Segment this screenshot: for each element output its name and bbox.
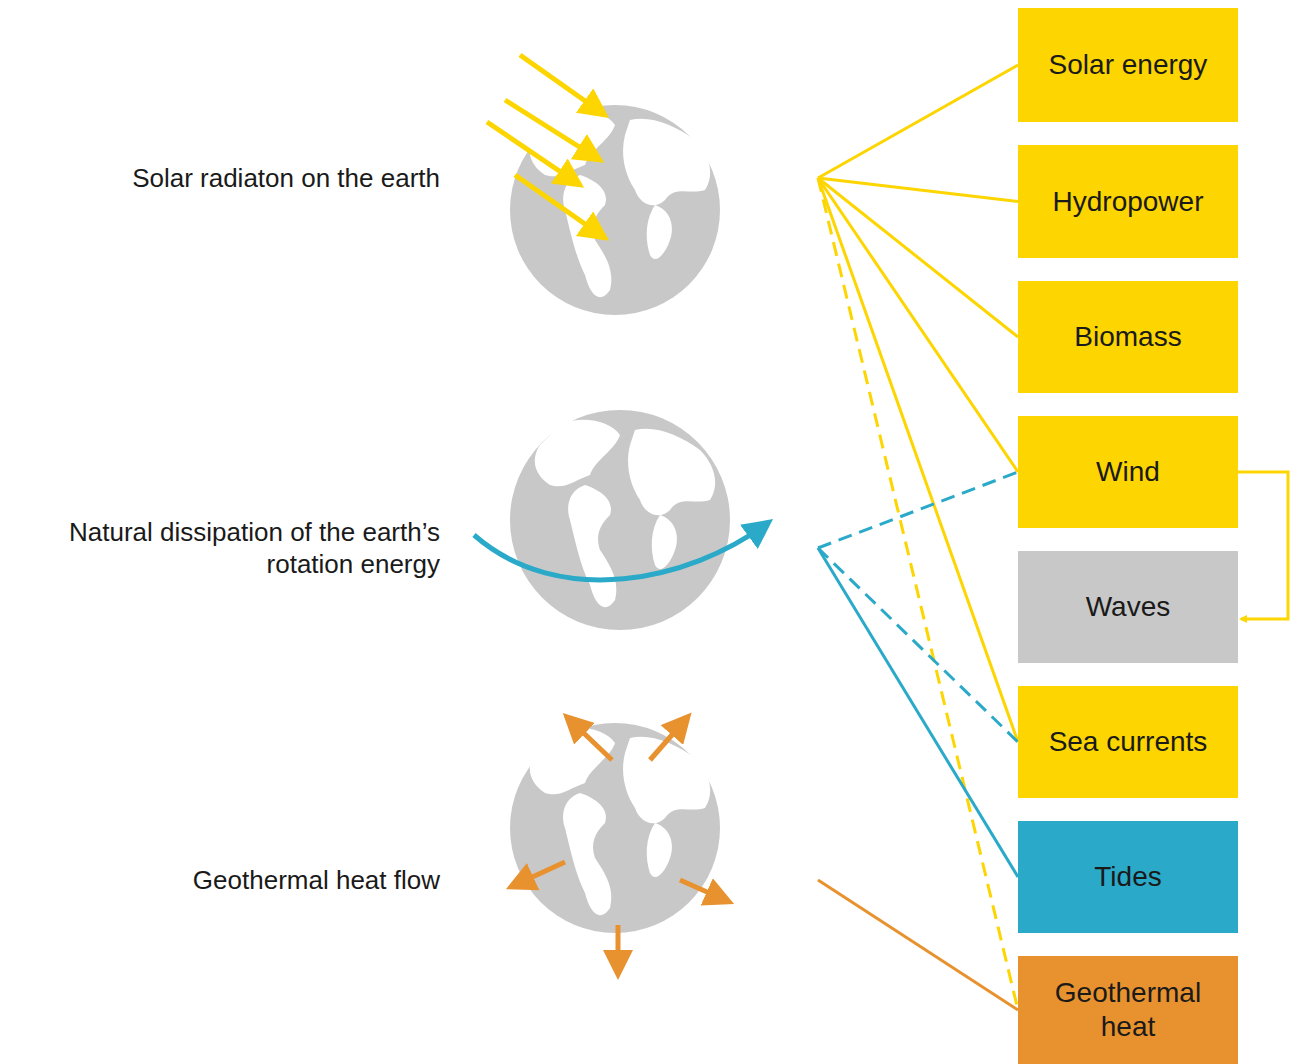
globe	[474, 410, 765, 630]
label-text: Wind	[1096, 455, 1160, 489]
source-label: Geothermal heat flow	[0, 860, 818, 900]
energy-box: Tides	[1018, 821, 1238, 933]
connector	[818, 178, 1018, 742]
globe	[487, 55, 720, 315]
connector	[818, 178, 1018, 202]
connector	[818, 178, 1018, 337]
label-text: Biomass	[1074, 320, 1181, 354]
source-label: Solar radiaton on the earth	[0, 158, 818, 198]
connector	[818, 548, 1018, 877]
connector	[818, 880, 1018, 1010]
energy-box: Geothermal heat	[1018, 956, 1238, 1064]
globe	[510, 720, 725, 970]
connector	[818, 472, 1018, 548]
energy-box: Hydropower	[1018, 145, 1238, 258]
label-text: Geothermal heat flow	[0, 864, 440, 896]
label-text: Solar energy	[1049, 48, 1208, 82]
label-text: Geothermal heat	[1028, 976, 1228, 1044]
connector	[1238, 472, 1288, 619]
connector	[818, 178, 1018, 472]
energy-box: Waves	[1018, 551, 1238, 663]
energy-box: Wind	[1018, 416, 1238, 528]
connector	[818, 65, 1018, 178]
label-text: Tides	[1094, 860, 1161, 894]
energy-box: Biomass	[1018, 281, 1238, 393]
label-text: Natural dissipation of the earth’s rotat…	[0, 516, 440, 580]
energy-box: Sea currents	[1018, 686, 1238, 798]
label-text: Hydropower	[1053, 185, 1204, 219]
source-label: Natural dissipation of the earth’s rotat…	[0, 528, 818, 568]
connector	[818, 178, 1018, 1010]
label-text: Waves	[1086, 590, 1171, 624]
energy-box: Solar energy	[1018, 8, 1238, 122]
label-text: Solar radiaton on the earth	[0, 162, 440, 194]
label-text: Sea currents	[1049, 725, 1208, 759]
